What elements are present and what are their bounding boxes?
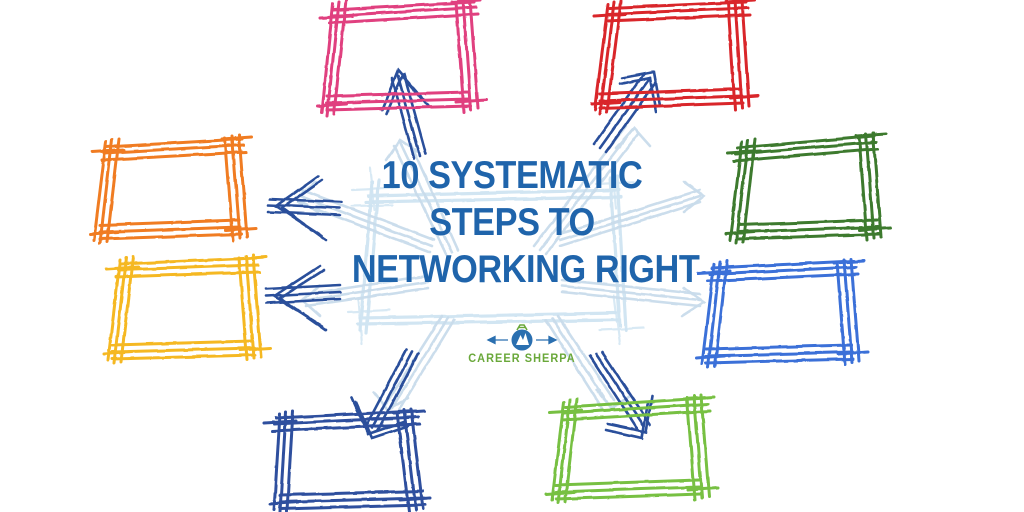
pale-arrow-heads (293, 126, 707, 412)
sketch-box-pink[interactable] (316, 0, 488, 118)
sketch-arrow-to-pink (380, 67, 430, 160)
sketch-box-blue[interactable] (694, 257, 870, 369)
sketch-box-navy[interactable] (262, 407, 432, 512)
sherpa-mountain-circle-icon (462, 324, 582, 354)
pale-spokes (296, 124, 702, 414)
sketch-box-dark-green[interactable] (724, 131, 892, 245)
career-sherpa-logo[interactable]: CAREER SHERPA (462, 324, 582, 365)
sketch-box-lime-green[interactable] (544, 393, 720, 505)
sketch-box-orange[interactable] (88, 133, 258, 245)
sketch-arrow-to-yellow (264, 264, 342, 332)
center-hub-box (346, 164, 646, 346)
logo-brand-text: CAREER SHERPA (468, 353, 576, 365)
logo-arrow-right-icon (536, 335, 558, 345)
sketch-box-red[interactable] (590, 0, 760, 116)
sketch-box-yellow[interactable] (102, 253, 272, 365)
sketch-arrow-to-orange (266, 174, 344, 242)
logo-arrow-left-icon (486, 335, 508, 345)
